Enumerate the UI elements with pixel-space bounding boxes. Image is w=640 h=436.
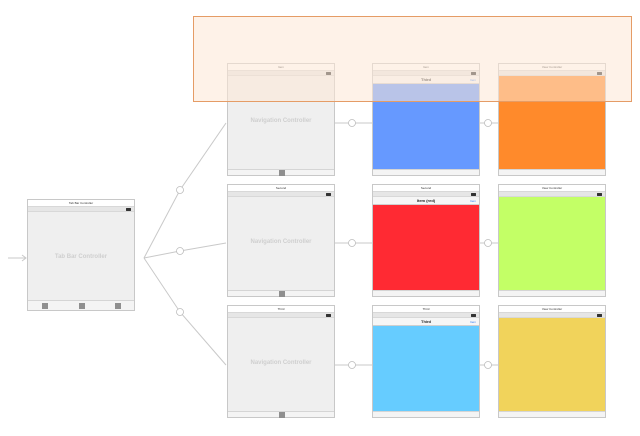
scene-label: Navigation Controller	[250, 360, 312, 366]
navigation-bar-title: Third	[421, 319, 431, 324]
status-bar	[28, 206, 134, 212]
toolbar	[228, 169, 334, 176]
status-bar	[499, 312, 605, 318]
toolbar	[228, 411, 334, 418]
scene-content: Navigation Controller	[228, 318, 334, 411]
battery-icon	[471, 193, 476, 196]
battery-icon	[597, 193, 602, 196]
navigation-controller-scene-3[interactable]: Third Navigation Controller	[227, 305, 335, 418]
scene-content: Navigation Controller	[228, 197, 334, 290]
selection-rectangle	[193, 16, 632, 102]
tab-bar-strip	[373, 290, 479, 296]
battery-icon	[471, 314, 476, 317]
battery-icon	[597, 314, 602, 317]
relationship-line-1	[143, 122, 227, 259]
status-bar	[228, 191, 334, 197]
tab-bar-strip	[373, 169, 479, 175]
battery-icon	[126, 208, 131, 211]
navigation-bar: Third Item	[373, 318, 479, 326]
bar-button-item[interactable]: Item	[470, 320, 476, 324]
colored-view	[499, 197, 605, 290]
scene-content: Tab Bar Controller	[28, 212, 134, 304]
status-bar	[228, 312, 334, 318]
root-view-controller-scene-2[interactable]: Second Item (red) Item	[372, 184, 480, 297]
relationship-line-2	[143, 242, 227, 259]
detail-view-controller-scene-2[interactable]: View Controller	[498, 184, 606, 297]
tab-bar	[28, 300, 134, 310]
battery-icon	[326, 314, 331, 317]
tab-bar-controller-scene[interactable]: Tab Bar Controller Tab Bar Controller	[27, 199, 135, 311]
scene-label: Navigation Controller	[250, 118, 312, 124]
tab-item-icon-1[interactable]	[42, 303, 48, 309]
tab-item-icon-2[interactable]	[79, 303, 85, 309]
navigation-bar: Item (red) Item	[373, 197, 479, 205]
tab-item-icon-3[interactable]	[115, 303, 121, 309]
navigation-controller-scene-2[interactable]: Second Navigation Controller	[227, 184, 335, 297]
scene-title: Second	[420, 186, 432, 190]
navigation-bar-title: Item (red)	[416, 198, 436, 203]
tab-item-icon	[279, 170, 285, 176]
scene-label: Navigation Controller	[250, 239, 312, 245]
scene-title: Third	[422, 307, 430, 311]
scene-title: View Controller	[541, 307, 563, 311]
scene-label: Tab Bar Controller	[54, 254, 108, 260]
toolbar	[228, 290, 334, 297]
status-bar	[373, 191, 479, 197]
root-view-controller-scene-3[interactable]: Third Third Item	[372, 305, 480, 418]
colored-view	[499, 318, 605, 411]
scene-title: Third	[277, 307, 285, 311]
tab-bar-strip	[499, 411, 605, 417]
tab-item-icon	[279, 412, 285, 418]
status-bar	[499, 191, 605, 197]
status-bar	[373, 312, 479, 318]
tab-bar-strip	[373, 411, 479, 417]
scene-title: View Controller	[541, 186, 563, 190]
bar-button-item[interactable]: Item	[470, 199, 476, 203]
tab-bar-strip	[499, 169, 605, 175]
relationship-line-3	[143, 257, 227, 366]
battery-icon	[326, 193, 331, 196]
scene-title: Second	[275, 186, 287, 190]
colored-view	[373, 205, 479, 290]
colored-view	[373, 326, 479, 411]
scene-title: Tab Bar Controller	[68, 201, 94, 205]
detail-view-controller-scene-3[interactable]: View Controller	[498, 305, 606, 418]
tab-item-icon	[279, 291, 285, 297]
tab-bar-strip	[499, 290, 605, 296]
